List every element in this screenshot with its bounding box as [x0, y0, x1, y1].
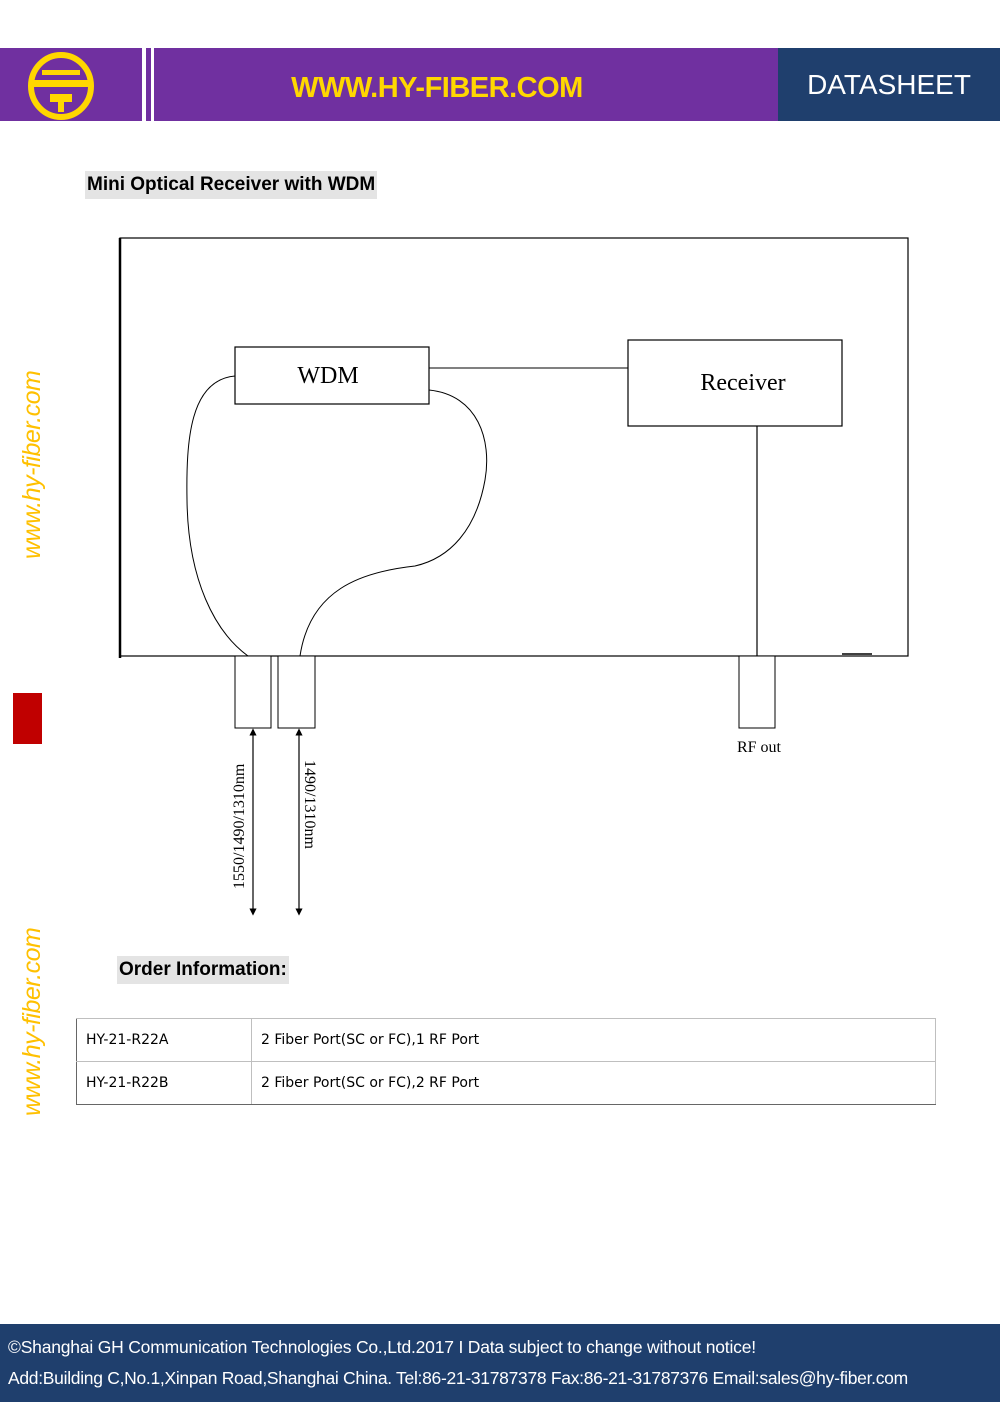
fiber-port-1 [234, 655, 272, 729]
header-separator [146, 48, 151, 121]
order-information-table: HY-21-R22A 2 Fiber Port(SC or FC),1 RF P… [76, 1018, 936, 1105]
wdm-label: WDM [297, 363, 358, 389]
device-enclosure [119, 237, 909, 657]
company-logo-icon [28, 52, 94, 120]
section-title-diagram: Mini Optical Receiver with WDM [85, 171, 378, 199]
side-watermark: www.hy-fiber.com [18, 927, 46, 1116]
header-separator [151, 48, 154, 121]
header-banner: WWW.HY-FIBER.COM DATASHEET [0, 48, 1000, 121]
receiver-box [627, 339, 843, 427]
header-url-panel [154, 48, 778, 121]
rf-out-label: RF out [737, 739, 782, 756]
port1-wavelength-label: 1550/1490/1310nm [231, 763, 248, 889]
description-cell: 2 Fiber Port(SC or FC),2 RF Port [251, 1061, 936, 1105]
port2-wavelength-label: 1490/1310nm [301, 760, 318, 849]
datasheet-label: DATASHEET [807, 69, 971, 100]
fiber-left [186, 375, 249, 657]
model-cell: HY-21-R22B [76, 1061, 252, 1105]
website-url[interactable]: WWW.HY-FIBER.COM [291, 72, 583, 104]
wdm-box [234, 346, 430, 405]
model-cell: HY-21-R22A [76, 1018, 252, 1062]
footer-copyright: ©Shanghai GH Communication Technologies … [8, 1337, 756, 1357]
rf-port [738, 655, 776, 729]
receiver-label: Receiver [700, 370, 785, 396]
header-separator [142, 48, 146, 121]
datasheet-panel [778, 48, 1000, 121]
table-row: HY-21-R22A 2 Fiber Port(SC or FC),1 RF P… [76, 1018, 936, 1062]
fiber-right [299, 389, 488, 657]
footer-banner: ©Shanghai GH Communication Technologies … [0, 1324, 1000, 1402]
red-side-marker [13, 693, 42, 744]
description-cell: 2 Fiber Port(SC or FC),1 RF Port [251, 1018, 936, 1062]
section-title-order: Order Information: [117, 956, 289, 984]
fiber-port-2 [277, 655, 316, 729]
table-row: HY-21-R22B 2 Fiber Port(SC or FC),2 RF P… [76, 1061, 936, 1105]
block-diagram: WDM Receiver RF out 1550/1490/1310nm 149… [118, 237, 909, 916]
footer-contact: Add:Building C,No.1,Xinpan Road,Shanghai… [8, 1368, 908, 1388]
